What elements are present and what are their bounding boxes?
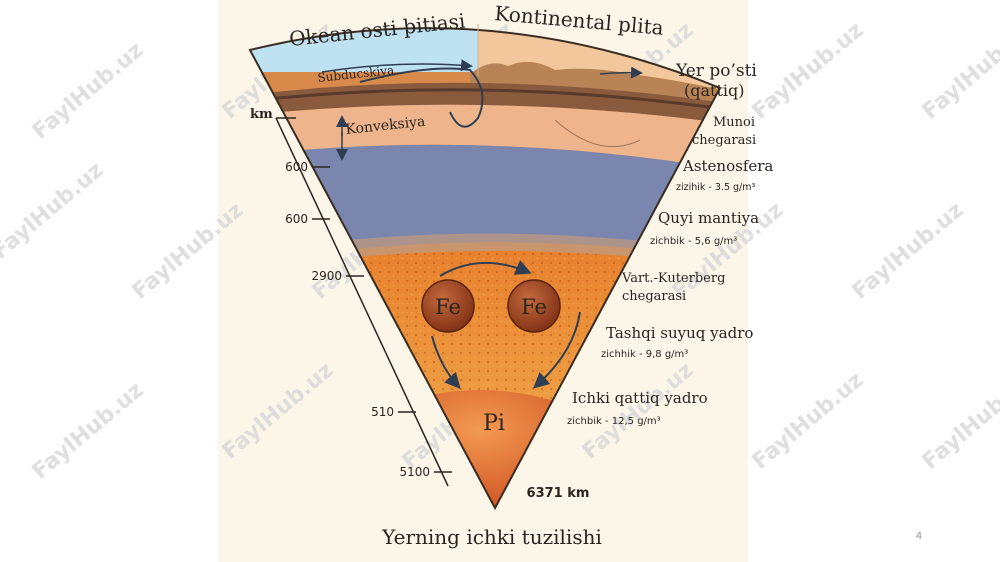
- outer-core-label: Tashqi suyuq yadro: [606, 324, 753, 342]
- scale-axis: [275, 117, 449, 487]
- watermark-text: FaylHub.uz: [918, 368, 1000, 475]
- depth-total-label: 6371 km: [527, 486, 590, 501]
- fe-left-label: Fe: [435, 295, 461, 319]
- transition-band: [250, 233, 720, 275]
- boundary-label: Vart.-Kuterberg: [621, 271, 725, 286]
- watermark-text: FaylHub.uz: [28, 38, 149, 145]
- watermark-text: FaylHub.uz: [0, 158, 108, 265]
- pi-label: Pi: [483, 411, 505, 436]
- lower-mantle-density: zichbik - 5,6 g/m³: [650, 236, 737, 247]
- asthenosphere-label: Astenosfera: [682, 157, 773, 175]
- scale-ticks: 600 600 2900 510 5100: [285, 160, 452, 479]
- fe-right-label: Fe: [521, 295, 547, 319]
- scale-tick-label: 2900: [311, 269, 342, 283]
- crust-label: Yer po’sti: [675, 61, 757, 81]
- watermark-text: FaylHub.uz: [748, 368, 869, 475]
- lower-mantle-label: Quyi mantiya: [658, 209, 759, 227]
- slide-number: 4: [915, 530, 922, 542]
- scale-tick-label: 600: [285, 160, 308, 174]
- watermark-text: FaylHub.uz: [28, 378, 149, 485]
- watermark-text: FaylHub.uz: [848, 198, 969, 305]
- continent-arrow: [599, 66, 643, 79]
- scale-tick-label: 510: [371, 405, 394, 419]
- crust-sub-label: (qattiq): [684, 81, 744, 100]
- fe-sphere-right: [507, 279, 561, 333]
- lower-mantle-layer: [250, 144, 720, 265]
- watermark-text: FaylHub.uz: [748, 18, 869, 125]
- fe-sphere-left: [421, 279, 475, 333]
- cone-outline: [248, 27, 722, 511]
- diagram-title: Yerning ichki tuzilishi: [381, 525, 602, 549]
- ocean-layer: [250, 28, 478, 72]
- core-arrow-top: [439, 260, 532, 277]
- core-arrow-left: [431, 335, 461, 389]
- moho-label: Munoi: [713, 115, 755, 130]
- inner-core-label: Ichki qattiq yadro: [572, 389, 708, 407]
- mountains: [470, 61, 720, 104]
- boundary-sub-label: chegarasi: [622, 289, 686, 304]
- asthenosphere-layer: [250, 104, 720, 170]
- subduction-arrow: [321, 59, 473, 73]
- subduction-slab: [359, 67, 484, 128]
- inner-core-density: zichbik - 12,5 g/m³: [567, 416, 661, 427]
- scale-tick-label: 5100: [399, 465, 430, 479]
- asthenosphere-density: zizihik - 3.5 g/m³: [676, 182, 755, 193]
- moho-sub-label: chegarasi: [692, 133, 756, 148]
- outer-core-density: zichhik - 9,8 g/m³: [601, 349, 688, 360]
- scale-unit: km: [250, 107, 273, 122]
- watermark-text: FaylHub.uz: [918, 18, 1000, 125]
- core-arrow-right: [533, 311, 581, 389]
- scale-tick-label: 600: [285, 212, 308, 226]
